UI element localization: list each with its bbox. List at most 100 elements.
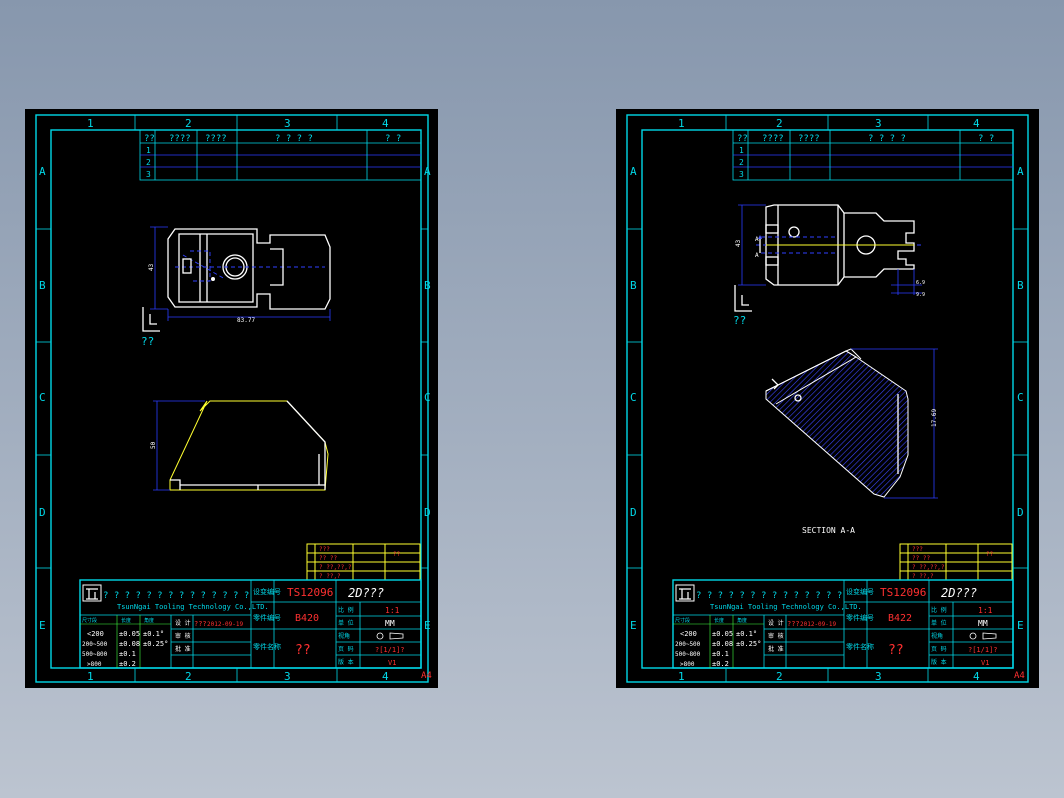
label-unit: 单 位 <box>931 619 947 627</box>
zone-row-b: B <box>630 279 637 292</box>
zone-row-e-right: E <box>424 619 431 632</box>
zone-row-d: D <box>39 506 46 519</box>
label-unit: 单 位 <box>338 619 354 627</box>
zone-col-2-bottom: 2 <box>185 670 192 683</box>
label-part-no: 零件编号 <box>253 613 281 622</box>
sheet-size-label: A4 <box>1014 671 1025 681</box>
zone-col-2: 2 <box>185 117 192 130</box>
projection-symbol-icon <box>376 632 404 640</box>
label-version: 版 本 <box>338 658 354 666</box>
zone-row-c-right: C <box>424 391 431 404</box>
label-part-name: 零件名称 <box>253 642 281 651</box>
tol-row-2-length: ±0.08 <box>712 640 733 648</box>
tol-row-2-length: ±0.08 <box>119 640 140 648</box>
label-drawing-no: 设变编号 <box>846 587 874 596</box>
zone-row-d-right: D <box>424 506 431 519</box>
zone-row-c: C <box>630 391 637 404</box>
drawing-sheet-1: 1 2 3 4 1 2 3 4 A B C D E A B C D E A4 ?… <box>25 109 438 688</box>
note-2: ?? ?? <box>912 555 930 562</box>
part-top-view <box>756 204 921 286</box>
doc-type: 2D??? <box>348 586 384 600</box>
zone-col-4: 4 <box>382 117 389 130</box>
drawing-canvas-2: 1 2 3 4 1 2 3 4 A B C D E A B C D E A4 ?… <box>626 114 1029 683</box>
rev-header-5: ? ? <box>385 134 401 144</box>
tol-row-1-angle: ±0.1° <box>143 630 164 638</box>
label-part-name: 零件名称 <box>846 642 874 651</box>
rev-row-3: 3 <box>739 170 744 179</box>
zone-row-a-right: A <box>1017 165 1024 178</box>
rev-header-4: ? ? ? ? <box>275 134 313 144</box>
part-side-view <box>169 400 329 491</box>
label-scale: 比 例 <box>338 606 354 614</box>
label-page: 页 码 <box>338 645 354 653</box>
note-3: ? ??,??,? <box>912 564 945 571</box>
revision-table <box>732 129 1014 181</box>
label-approve: 批 准 <box>768 645 784 653</box>
rev-row-1: 1 <box>146 146 151 155</box>
tol-row-3-length: ±0.1 <box>712 650 729 658</box>
tol-row-2-range: 200~500 <box>82 641 108 648</box>
rev-header-1: ?? <box>144 134 155 144</box>
zone-row-e: E <box>39 619 46 632</box>
zone-row-b: B <box>39 279 46 292</box>
zone-row-b-right: B <box>424 279 431 292</box>
tol-header-2: 长度 <box>714 617 724 624</box>
label-design: 设 计 <box>175 619 191 627</box>
part-section-view <box>765 348 909 498</box>
doc-type: 2D??? <box>941 586 977 600</box>
dim-height: 43 <box>735 239 742 247</box>
zone-row-c-right: C <box>1017 391 1024 404</box>
title-block <box>79 579 422 669</box>
zone-row-d-right: D <box>1017 506 1024 519</box>
part-top-view <box>167 228 331 310</box>
tol-row-1-angle: ±0.1° <box>736 630 757 638</box>
rev-row-1: 1 <box>739 146 744 155</box>
zone-col-3: 3 <box>284 117 291 130</box>
scale-value: 1:1 <box>978 606 993 615</box>
sheet-size-label: A4 <box>421 671 432 681</box>
tol-header-2: 长度 <box>121 617 131 624</box>
version: V1 <box>388 659 396 667</box>
zone-col-3-bottom: 3 <box>284 670 291 683</box>
rev-header-3: ???? <box>798 134 820 144</box>
date-prefix: ??? <box>787 620 800 628</box>
zone-row-a-right: A <box>424 165 431 178</box>
zone-col-2: 2 <box>776 117 783 130</box>
company-name-cn: ? ? ? ? ? ? ? ? ? ? ? ? ? ? <box>103 591 249 601</box>
rev-header-2: ???? <box>762 134 784 144</box>
label-projection: 视角 <box>931 632 943 640</box>
label-design: 设 计 <box>768 619 784 627</box>
dimension-lines-side <box>153 400 205 491</box>
zone-row-b-right: B <box>1017 279 1024 292</box>
tol-row-1-length: ±0.05 <box>712 630 733 638</box>
rev-header-1: ?? <box>737 134 748 144</box>
label-review: 审 核 <box>175 632 191 640</box>
dim-width: 43 <box>148 263 155 271</box>
zone-row-a: A <box>39 165 46 178</box>
company-name-en: TsunNgai Tooling Technology Co.,LTD. <box>117 603 269 611</box>
part-name: ?? <box>888 643 904 658</box>
sheet-index: ?[1/1]? <box>968 646 998 654</box>
part-name: ?? <box>295 643 311 658</box>
tol-row-1-length: ±0.05 <box>119 630 140 638</box>
zone-col-2-bottom: 2 <box>776 670 783 683</box>
date: 2012-09-19 <box>800 621 837 628</box>
tol-row-4-length: ±0.2 <box>119 660 136 668</box>
zone-col-3-bottom: 3 <box>875 670 882 683</box>
zone-row-c: C <box>39 391 46 404</box>
title-block <box>672 579 1014 669</box>
section-label: SECTION A-A <box>802 526 855 535</box>
outer-frame <box>626 114 1029 683</box>
scale-value: 1:1 <box>385 606 400 615</box>
tol-row-2-range: 200~500 <box>675 641 701 648</box>
rev-row-2: 2 <box>739 158 744 167</box>
rev-row-2: 2 <box>146 158 151 167</box>
dim-diag: 17.69 <box>931 409 938 427</box>
view-label-top: ?? <box>141 335 154 348</box>
note-status: ?? <box>393 551 401 558</box>
note-4: ? ??,? <box>319 573 341 580</box>
zone-row-a: A <box>630 165 637 178</box>
date: 2012-09-19 <box>207 621 244 628</box>
zone-dividers <box>36 115 428 682</box>
dimension-lines-section <box>851 348 938 499</box>
